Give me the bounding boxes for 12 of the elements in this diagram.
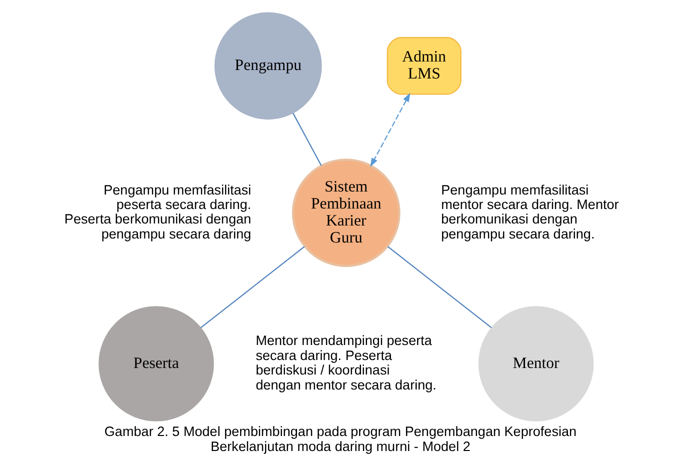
connector: [200, 246, 305, 328]
label: Pengampu memfasilitasi peserta secara daring. Peserta berkomunikasi dengan pengampu secara daring: [64, 182, 252, 242]
arrow: [370, 92, 410, 168]
label: Mentor mendampingi peserta secara daring. Peserta berdiskusi / koordinasi dengan mentor secara daring.: [256, 333, 436, 392]
connector: [292, 112, 322, 166]
node-box: Admin LMS: [386, 37, 462, 95]
node-circle: Peserta: [98, 306, 214, 422]
label: Pengampu memfasilitasi mentor secara daring. Mentor berkomunikasi dengan pengampu secara daring.: [441, 182, 619, 242]
node-circle: Pengampu: [214, 12, 322, 120]
caption: Gambar 2. 5 Model pembimbingan pada program Pengembangan Keprofesian Berkelanjutan moda daring murni - Model 2: [104, 424, 577, 454]
connector: [387, 246, 492, 328]
node-circle: Mentor: [478, 306, 594, 422]
